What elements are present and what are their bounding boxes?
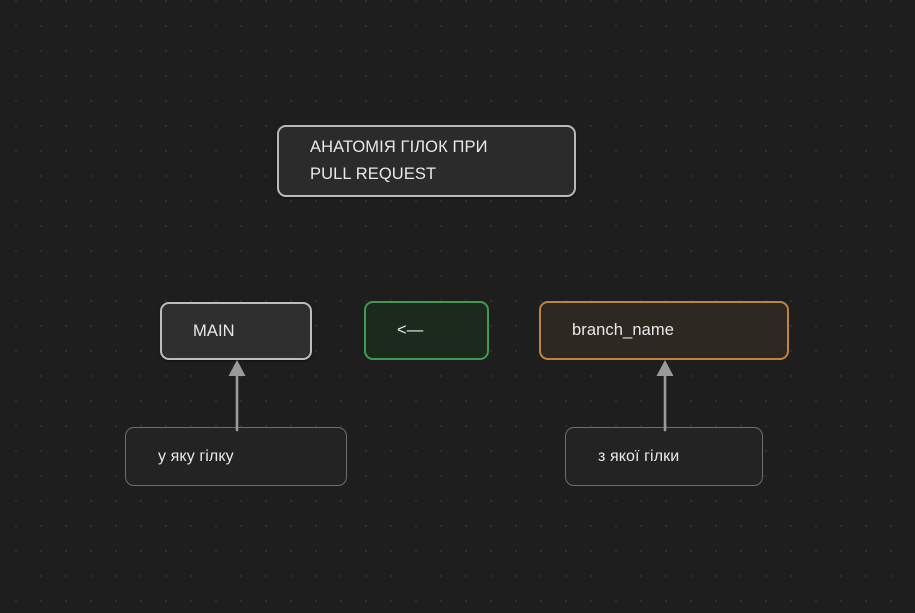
node-main-branch-label: MAIN (193, 321, 235, 340)
caption-target-branch[interactable]: у яку гілку (125, 427, 347, 486)
node-direction-arrow[interactable]: <— (364, 301, 489, 360)
caption-source-branch[interactable]: з якої гілки (565, 427, 763, 486)
left-arrow-icon: <— (397, 321, 424, 339)
connector-caption-to-main (222, 358, 258, 432)
caption-target-branch-label: у яку гілку (158, 447, 234, 465)
title-card-text: АНАТОМІЯ ГІЛОК ПРИ PULL REQUEST (310, 138, 488, 183)
node-feature-branch[interactable]: branch_name (539, 301, 789, 360)
node-main-branch[interactable]: MAIN (160, 302, 312, 360)
node-feature-branch-label: branch_name (572, 321, 675, 339)
connector-caption-to-branch (650, 358, 686, 432)
title-card[interactable]: АНАТОМІЯ ГІЛОК ПРИ PULL REQUEST (277, 125, 576, 197)
caption-source-branch-label: з якої гілки (598, 447, 680, 465)
